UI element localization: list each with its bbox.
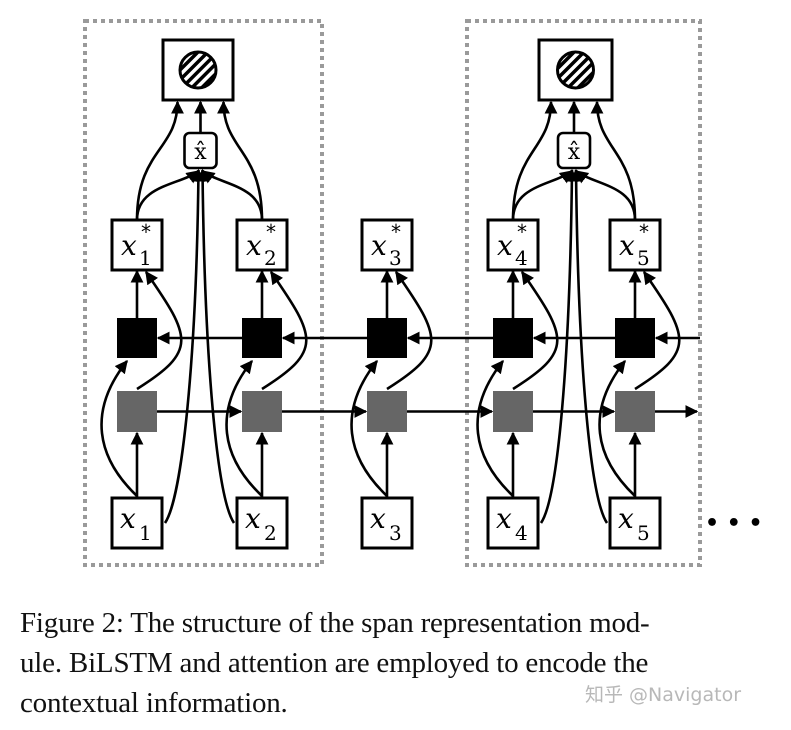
hatched-circle-icon <box>178 50 218 90</box>
output-to-attention-edge <box>201 169 264 221</box>
input-to-backward-edge <box>100 359 138 497</box>
output-token-box <box>110 218 164 272</box>
output-token-subscript: 3 <box>389 246 402 270</box>
output-to-span-edge <box>135 100 184 221</box>
input-token-subscript: 4 <box>515 521 528 545</box>
input-to-backward-edge <box>350 359 388 497</box>
backward-lstm-cell <box>615 318 655 358</box>
output-token-box <box>235 218 289 272</box>
input-token-subscript: 5 <box>637 521 650 545</box>
forward-lstm-cell <box>242 391 282 432</box>
forward-to-output-edge <box>136 270 183 391</box>
backward-lstm-cell <box>242 318 282 358</box>
caption-line-1: Figure 2: The structure of the span repr… <box>20 607 650 639</box>
output-to-span-edge <box>590 100 637 221</box>
forward-lstm-cell <box>367 391 407 432</box>
backward-lstm-cell <box>493 318 533 358</box>
input-to-attention-edge <box>569 168 609 524</box>
input-to-backward-edge <box>225 359 263 497</box>
span-panel-2 <box>465 19 702 567</box>
forward-to-output-edge <box>386 270 433 391</box>
backward-lstm-cell <box>117 318 157 358</box>
forward-lstm-cell <box>493 391 533 432</box>
input-token-label: x <box>120 502 136 535</box>
output-to-span-edge <box>217 100 264 221</box>
output-token-label: x <box>371 229 387 262</box>
output-token-superscript: * <box>639 220 649 244</box>
attention-label: x̂ <box>568 140 581 165</box>
input-token-box <box>235 496 289 550</box>
output-token-superscript: * <box>266 220 276 244</box>
output-token-label: x <box>619 229 635 262</box>
attention-box <box>183 131 218 170</box>
input-token-box <box>360 496 414 550</box>
watermark: 知乎 @Navigator <box>585 684 742 706</box>
span-panel-1 <box>83 19 324 567</box>
input-token-label: x <box>245 502 261 535</box>
output-token-superscript: * <box>141 220 151 244</box>
ellipsis: • • • <box>705 511 763 536</box>
output-token-label: x <box>246 229 262 262</box>
output-to-attention-edge <box>511 169 574 221</box>
output-token-box <box>486 218 540 272</box>
input-token-label: x <box>618 502 634 535</box>
input-token-box <box>110 496 164 550</box>
backward-lstm-cell <box>367 318 407 358</box>
input-to-attention-edge <box>196 168 236 524</box>
hatched-circle-icon <box>556 50 595 90</box>
input-to-attention-edge <box>163 168 205 524</box>
output-token-label: x <box>121 229 137 262</box>
input-token-box <box>608 496 662 550</box>
output-token-subscript: 1 <box>139 246 152 270</box>
forward-lstm-cell <box>117 391 157 432</box>
input-token-label: x <box>496 502 512 535</box>
output-token-subscript: 4 <box>515 246 528 270</box>
forward-lstm-cell <box>615 391 655 432</box>
output-token-subscript: 5 <box>637 246 650 270</box>
forward-to-output-edge <box>634 270 681 391</box>
forward-to-output-edge <box>261 270 308 391</box>
output-to-attention-edge <box>574 169 637 221</box>
output-token-box <box>608 218 662 272</box>
input-token-subscript: 2 <box>264 521 277 545</box>
input-to-backward-edge <box>598 359 636 497</box>
output-to-attention-edge <box>135 169 200 221</box>
forward-to-output-edge <box>512 270 559 391</box>
figure-caption: Figure 2: The structure of the span repr… <box>20 603 780 723</box>
output-token-box <box>360 218 414 272</box>
output-token-label: x <box>497 229 513 262</box>
caption-line-2: ule. BiLSTM and attention are employed t… <box>20 647 649 679</box>
output-token-superscript: * <box>517 220 527 244</box>
attention-label: x̂ <box>194 140 207 165</box>
input-to-backward-edge <box>476 359 514 497</box>
input-to-attention-edge <box>539 168 579 524</box>
input-token-box <box>486 496 540 550</box>
output-to-span-edge <box>511 100 558 221</box>
output-token-superscript: * <box>391 220 401 244</box>
output-token-subscript: 2 <box>264 246 277 270</box>
input-token-label: x <box>370 502 386 535</box>
input-token-subscript: 3 <box>389 521 402 545</box>
caption-line-3: contextual information. <box>20 687 288 719</box>
attention-box <box>556 131 592 170</box>
input-token-subscript: 1 <box>139 521 152 545</box>
